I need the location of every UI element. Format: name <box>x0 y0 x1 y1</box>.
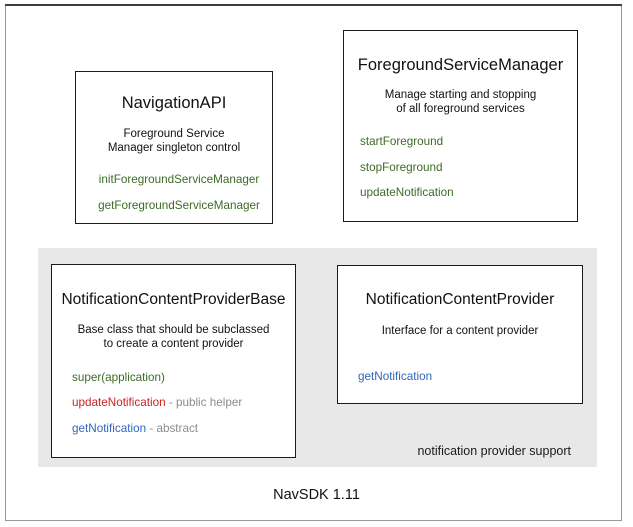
class-description-line: Base class that should be subclassed <box>77 323 270 336</box>
class-title-notification-content-provider-base: NotificationContentProviderBase <box>61 291 286 308</box>
class-description-notification-content-provider-base: Base class that should be subclassed to … <box>52 323 295 352</box>
class-box-notification-content-provider: NotificationContentProvider Interface fo… <box>337 265 583 404</box>
member-name: updateNotification <box>360 186 454 200</box>
class-description-navigation-api: Foreground Service Manager singleton con… <box>76 127 272 156</box>
class-description-line: of all foreground services <box>396 103 525 116</box>
group-panel-label: notification provider support <box>417 444 571 458</box>
member-item: updateNotification <box>360 187 577 200</box>
member-name: startForeground <box>360 134 444 148</box>
member-note: - public helper <box>165 396 243 410</box>
diagram-footer-caption: NavSDK 1.11 <box>273 487 360 503</box>
member-name: super(application) <box>72 370 165 384</box>
member-item: getNotification - abstract <box>72 422 295 436</box>
member-list-notification-content-provider: getNotification <box>338 370 582 384</box>
member-name: getNotification <box>358 370 433 384</box>
member-name: updateNotification <box>72 396 166 410</box>
member-list-notification-content-provider-base: super(application) updateNotification - … <box>52 370 295 437</box>
class-title-foreground-service-manager: ForegroundServiceManager <box>357 56 564 74</box>
class-description-line: to create a content provider <box>103 338 244 351</box>
member-list-navigation-api: initForegroundServiceManager getForegrou… <box>76 172 272 213</box>
member-item: updateNotification - public helper <box>72 396 295 410</box>
class-description-line: Foreground Service <box>123 127 225 140</box>
class-description-line: Interface for a content provider <box>381 324 539 337</box>
member-name: initForegroundServiceManager <box>98 172 260 186</box>
class-description-foreground-service-manager: Manage starting and stopping of all fore… <box>344 88 577 117</box>
member-item: getNotification <box>358 370 582 384</box>
member-list-foreground-service-manager: startForeground stopForeground updateNot… <box>344 134 577 201</box>
member-name: getForegroundServiceManager <box>98 198 260 212</box>
member-name: stopForeground <box>360 160 443 174</box>
diagram-frame-top-accent <box>5 4 622 6</box>
member-item: getForegroundServiceManager <box>86 198 272 213</box>
class-description-notification-content-provider: Interface for a content provider <box>338 324 582 338</box>
class-description-line: Manager singleton control <box>107 142 241 155</box>
member-name: getNotification <box>72 422 147 436</box>
member-item: initForegroundServiceManager <box>86 172 272 187</box>
class-box-notification-content-provider-base: NotificationContentProviderBase Base cla… <box>51 264 296 458</box>
class-box-navigation-api: NavigationAPI Foreground Service Manager… <box>75 71 273 224</box>
member-item: startForeground <box>360 134 577 149</box>
member-note: - abstract <box>146 422 199 436</box>
class-title-navigation-api: NavigationAPI <box>121 94 227 112</box>
class-box-foreground-service-manager: ForegroundServiceManager Manage starting… <box>343 30 578 222</box>
class-title-notification-content-provider: NotificationContentProvider <box>365 291 555 308</box>
class-description-line: Manage starting and stopping <box>384 88 537 101</box>
member-item: super(application) <box>72 370 295 385</box>
member-item: stopForeground <box>360 160 577 175</box>
